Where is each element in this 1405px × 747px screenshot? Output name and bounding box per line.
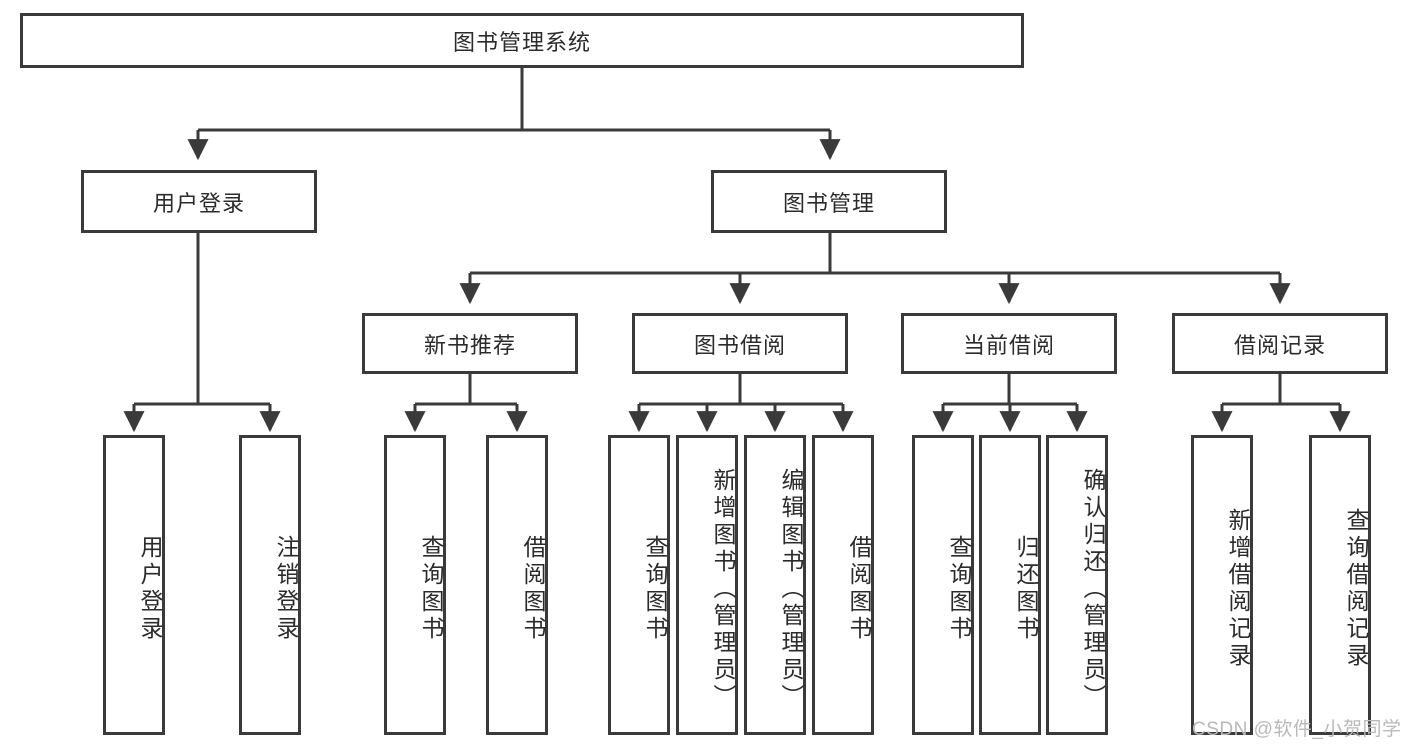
leaf-borrow-add-book[interactable]: 新增图书（管理员）	[676, 435, 738, 735]
node-book-management[interactable]: 图书管理	[711, 170, 947, 233]
leaf-label: 确认归还（管理员）	[1080, 467, 1106, 711]
leaf-label: 查询图书	[642, 535, 668, 643]
leaf-label: 查询借阅记录	[1343, 508, 1369, 670]
leaf-new-book-query[interactable]: 查询图书	[384, 435, 446, 735]
node-book-borrow[interactable]: 图书借阅	[632, 313, 848, 374]
leaf-user-login-logout[interactable]: 注销登录	[239, 435, 301, 735]
leaf-borrow-borrow-book[interactable]: 借阅图书	[812, 435, 874, 735]
leaf-current-return-book[interactable]: 归还图书	[979, 435, 1041, 735]
leaf-label: 编辑图书（管理员）	[778, 467, 804, 711]
node-user-login[interactable]: 用户登录	[81, 170, 317, 233]
leaf-current-query-book[interactable]: 查询图书	[912, 435, 974, 735]
leaf-label: 借阅图书	[520, 535, 546, 643]
leaf-label: 借阅图书	[846, 535, 872, 643]
leaf-label: 新增图书（管理员）	[710, 467, 736, 711]
leaf-label: 查询图书	[946, 535, 972, 643]
leaf-current-confirm-return[interactable]: 确认归还（管理员）	[1046, 435, 1108, 735]
leaf-label: 用户登录	[137, 535, 163, 643]
leaf-label: 查询图书	[418, 535, 444, 643]
leaf-borrow-edit-book[interactable]: 编辑图书（管理员）	[744, 435, 806, 735]
leaf-record-query[interactable]: 查询借阅记录	[1309, 435, 1371, 735]
watermark: CSDN @软件_小贺同学	[1192, 719, 1402, 740]
leaf-borrow-query-book[interactable]: 查询图书	[608, 435, 670, 735]
node-current-borrow[interactable]: 当前借阅	[901, 313, 1117, 374]
leaf-new-book-borrow[interactable]: 借阅图书	[486, 435, 548, 735]
node-new-book-recommend[interactable]: 新书推荐	[362, 313, 578, 374]
node-root-system[interactable]: 图书管理系统	[20, 13, 1024, 68]
leaf-label: 新增借阅记录	[1225, 508, 1251, 670]
leaf-label: 注销登录	[273, 535, 299, 643]
leaf-record-add[interactable]: 新增借阅记录	[1191, 435, 1253, 735]
leaf-label: 归还图书	[1013, 535, 1039, 643]
node-borrow-record[interactable]: 借阅记录	[1172, 313, 1388, 374]
leaf-user-login-login[interactable]: 用户登录	[103, 435, 165, 735]
